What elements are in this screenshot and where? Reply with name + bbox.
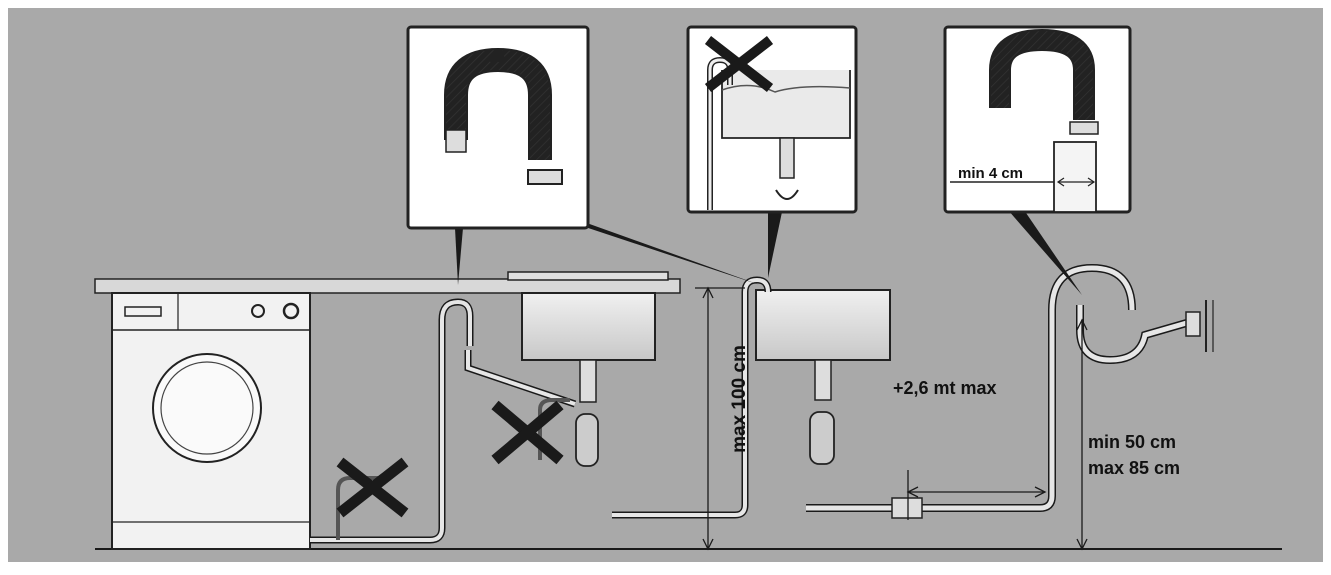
max-height-label: max 100 cm xyxy=(729,345,750,453)
callout-pointer xyxy=(1008,210,1082,295)
callout-pointer xyxy=(768,212,782,278)
washing-machine-icon xyxy=(111,292,311,550)
extension-dimension-line xyxy=(906,470,1047,520)
extension-label: +2,6 mt max xyxy=(893,378,997,398)
hose-connector xyxy=(891,497,923,519)
inset-hose-guide xyxy=(406,25,590,230)
min-height-label: min 50 cm xyxy=(1088,432,1177,452)
inset-air-gap xyxy=(943,25,1132,214)
drain-hose-icon xyxy=(806,263,1136,512)
standpipe-dimension-line xyxy=(1076,318,1088,551)
min-gap-label: min 4 cm xyxy=(958,165,1024,182)
cross-mark-icon xyxy=(336,457,409,540)
max-standpipe-height-label: max 85 cm xyxy=(1088,458,1181,478)
inset-hose-in-sink xyxy=(686,25,858,214)
cross-mark-icon xyxy=(491,398,570,465)
callout-pointer xyxy=(455,228,463,285)
callout-pointer xyxy=(540,212,760,285)
sink-icon xyxy=(507,271,669,467)
sink-icon xyxy=(755,289,891,465)
countertop xyxy=(94,278,681,294)
height-dimension-line xyxy=(695,286,745,551)
drain-hose-icon xyxy=(310,298,577,544)
drain-hose-icon xyxy=(612,276,772,519)
